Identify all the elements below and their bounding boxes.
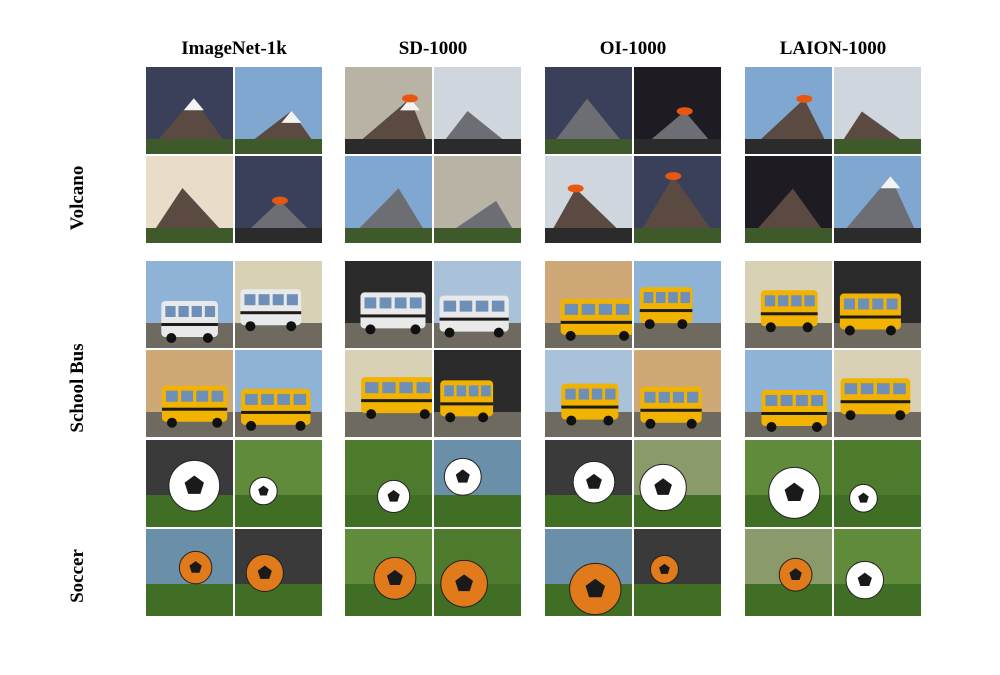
soccer-image-tile [745,440,832,527]
soccer-image-tile [235,529,322,616]
soccer-image-tile [235,440,322,527]
volcano-image-tile [545,156,632,243]
volcano-image-tile [434,67,521,154]
soccer-image-tile [545,440,632,527]
volcano-image-tile [634,67,721,154]
soccer-image-tile [745,529,832,616]
school-bus-image-tile [345,350,432,437]
volcano-image-tile [634,156,721,243]
soccer-image-tile [545,529,632,616]
volcano-image-tile [434,156,521,243]
soccer-image-tile [345,440,432,527]
school-bus-image-tile [434,350,521,437]
school-bus-image-tile [745,261,832,348]
volcano-image-tile [834,156,921,243]
column-header-sd: SD-1000 [398,38,468,59]
volcano-image-tile [235,156,322,243]
soccer-image-tile [146,440,233,527]
school-bus-image-tile [146,261,233,348]
school-bus-image-tile [745,350,832,437]
school-bus-image-tile [235,350,322,437]
soccer-image-tile [834,529,921,616]
school-bus-image-tile [545,261,632,348]
school-bus-image-tile [345,261,432,348]
school-bus-image-tile [545,350,632,437]
school-bus-image-tile [434,261,521,348]
volcano-image-tile [745,67,832,154]
volcano-image-tile [146,156,233,243]
column-header-oi: OI-1000 [599,38,667,59]
soccer-image-tile [345,529,432,616]
school-bus-image-tile [146,350,233,437]
soccer-image-tile [834,440,921,527]
volcano-image-tile [745,156,832,243]
volcano-image-tile [235,67,322,154]
volcano-image-tile [545,67,632,154]
soccer-image-tile [434,529,521,616]
column-header-imagenet: ImageNet-1k [181,38,287,59]
school-bus-image-tile [634,350,721,437]
soccer-image-tile [146,529,233,616]
school-bus-image-tile [235,261,322,348]
volcano-image-tile [146,67,233,154]
column-header-laion: LAION-1000 [779,38,887,59]
school-bus-image-tile [834,350,921,437]
soccer-image-tile [634,440,721,527]
soccer-image-tile [434,440,521,527]
volcano-image-tile [834,67,921,154]
school-bus-image-tile [634,261,721,348]
school-bus-image-tile [834,261,921,348]
volcano-image-tile [345,67,432,154]
volcano-image-tile [345,156,432,243]
soccer-image-tile [634,529,721,616]
